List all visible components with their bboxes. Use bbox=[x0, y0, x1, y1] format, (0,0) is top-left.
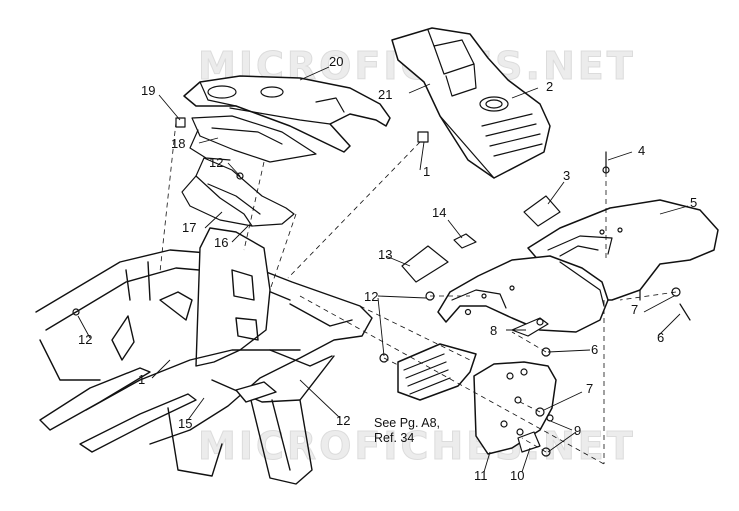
decal-3 bbox=[523, 195, 561, 227]
callout-10: 10 bbox=[510, 468, 525, 483]
callout-5: 5 bbox=[690, 195, 698, 210]
screw-12-upper bbox=[236, 172, 244, 180]
callout-16: 16 bbox=[214, 235, 229, 250]
callout-1-upper: 1 bbox=[423, 164, 431, 179]
frame bbox=[35, 227, 373, 485]
callout-19: 19 bbox=[141, 83, 156, 98]
callout-15: 15 bbox=[178, 416, 193, 431]
fender-bracket bbox=[511, 317, 549, 337]
callout-9: 9 bbox=[574, 423, 582, 438]
decal-13 bbox=[401, 245, 449, 283]
callout-12-right: 12 bbox=[364, 289, 379, 304]
callout-1-lower: 1 bbox=[138, 372, 146, 387]
reference-note-line-1: See Pg. A8, bbox=[374, 416, 441, 430]
callout-20: 20 bbox=[329, 54, 344, 69]
callout-12-upper: 12 bbox=[209, 155, 224, 170]
decal-14 bbox=[453, 233, 477, 249]
callout-12-left: 12 bbox=[78, 332, 93, 347]
front-console bbox=[183, 75, 391, 153]
callout-14: 14 bbox=[432, 205, 447, 220]
callout-6-upper: 6 bbox=[591, 342, 599, 357]
rear-console-cover bbox=[391, 27, 551, 179]
clip-19 bbox=[175, 117, 186, 128]
callout-13: 13 bbox=[378, 247, 393, 262]
callout-4: 4 bbox=[638, 143, 646, 158]
callout-2: 2 bbox=[546, 79, 554, 94]
side-panel bbox=[181, 157, 295, 227]
callout-11: 11 bbox=[474, 468, 488, 483]
mud-flap bbox=[473, 361, 557, 455]
reference-note-line-2: Ref. 34 bbox=[374, 431, 415, 445]
callout-12-center: 12 bbox=[336, 413, 351, 428]
callout-17: 17 bbox=[182, 220, 197, 235]
console-panel bbox=[189, 115, 317, 163]
callout-21: 21 bbox=[378, 87, 393, 102]
callout-7-lower: 7 bbox=[586, 381, 594, 396]
callout-18: 18 bbox=[171, 136, 186, 151]
callout-7-upper: 7 bbox=[631, 302, 639, 317]
callout-3: 3 bbox=[563, 168, 571, 183]
reference-note: See Pg. A8, Ref. 34 bbox=[374, 416, 440, 446]
callout-8: 8 bbox=[490, 323, 498, 338]
callout-6-right: 6 bbox=[657, 330, 665, 345]
clip-1 bbox=[417, 131, 429, 143]
